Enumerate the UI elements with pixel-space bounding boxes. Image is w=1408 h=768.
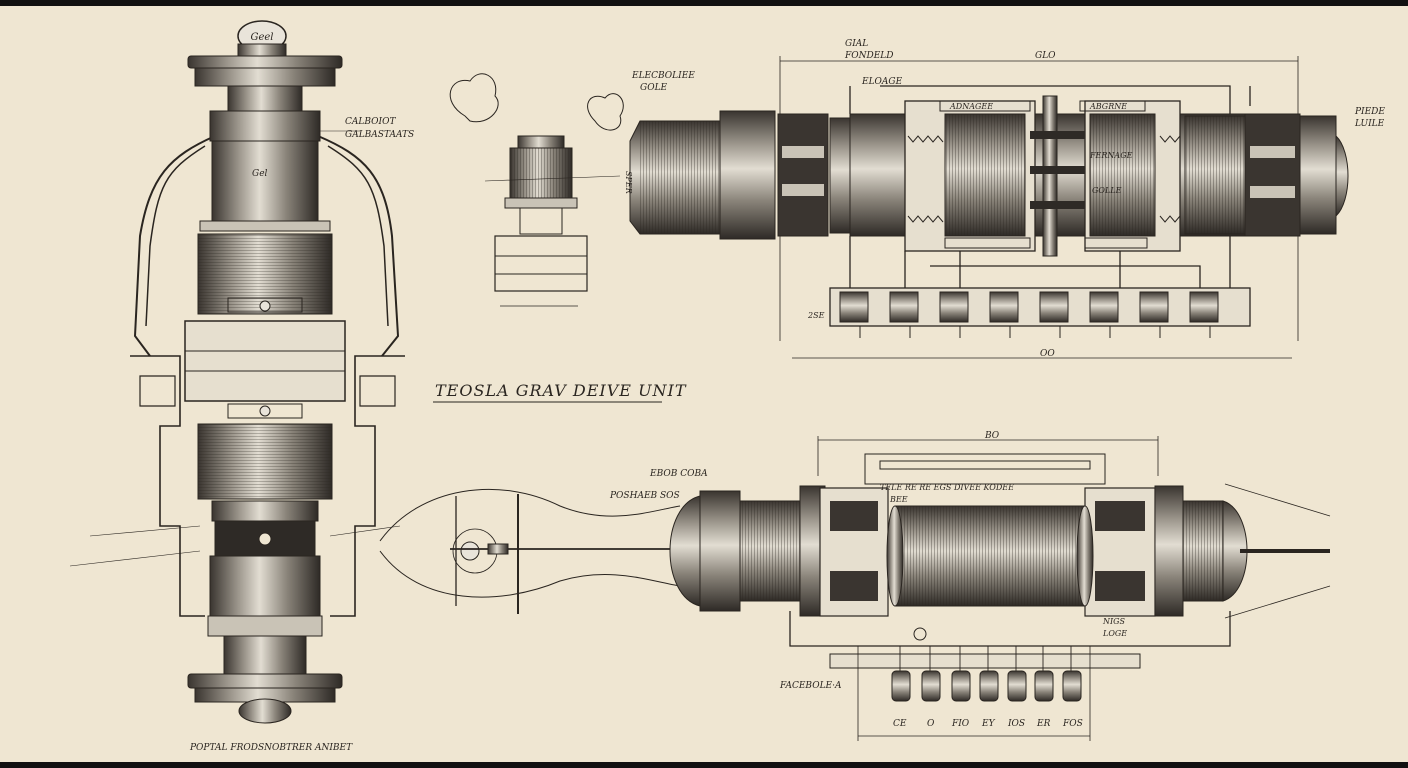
left-vertical-unit [69,20,405,724]
left-body-label: Gel [252,169,268,179]
bottom-tag: FOS [1062,719,1083,729]
bottom-tag: O [927,719,935,729]
bottom-unit-dim-top: BO [984,431,1000,441]
bottom-unit-left-mark: BEE [889,495,908,504]
bottom-unit-right-mark-2: LOGE [1102,629,1127,638]
top-unit-label-2: FONDELD [844,51,893,61]
left-top-right-note-1: CALBOIOT [345,117,396,127]
top-unit-inner-2: GOLLE [1092,186,1122,195]
bottom-horizontal-unit [669,436,1331,741]
left-top-right-note-2: GALBASTAATS [345,130,414,140]
bottom-tag: CE [893,719,907,729]
bottom-tag: IOS [1007,719,1025,729]
bottom-unit-row-labels: TELE RE RE EGS DIVEE KODEE [880,483,1014,492]
top-unit-label-1: GIAL [845,39,868,49]
top-unit-right-note-2: LUILE [1354,119,1385,129]
bottom-unit-right-mark-1: NIGS [1102,617,1126,626]
bottom-unit-header-note: EBOB COBA [649,469,708,479]
bottom-tag: FIO [951,719,970,729]
bottom-unit-foot-note: FACEBOLE·A [779,681,842,691]
bottom-unit-tags: CE O FIO EY IOS ER FOS [893,719,1083,729]
bottom-unit-left-note: POSHAEB SOS [609,491,680,501]
bottom-tag: EY [981,719,996,729]
top-unit-dim-top: GLO [1035,51,1056,61]
small-unit-note-1: ELECBOLIEE [631,71,695,81]
left-bottom-caption: POPTAL FRODSNOBTRER ANIBET [189,743,353,753]
top-unit-bank-right: ABGRNE [1089,102,1127,111]
top-horizontal-unit [629,56,1349,359]
top-unit-pillar-label: ELOAGE [861,77,903,87]
small-unit-note-2: GOLE [640,83,668,93]
diagram-title: TEOSLA GRAV DEIVE UNIT [435,381,687,400]
left-top-cap-label: Geel [250,32,273,43]
top-unit-bank-left: ADNAGEE [949,102,993,111]
small-unit [449,73,624,307]
top-unit-side-left: 2SE [807,311,825,320]
blueprint-sheet: Geel CALBOIOT GALBASTAATS Gel POPTAL FRO… [0,6,1408,762]
small-unit-side: SPER [624,171,633,194]
top-unit-dim-bottom: OO [1040,349,1055,359]
link-assembly [379,489,690,614]
top-unit-inner-1: FERNAGE [1089,151,1133,160]
top-unit-right-note-1: PIEDE [1354,107,1385,117]
bottom-tag: ER [1036,719,1051,729]
